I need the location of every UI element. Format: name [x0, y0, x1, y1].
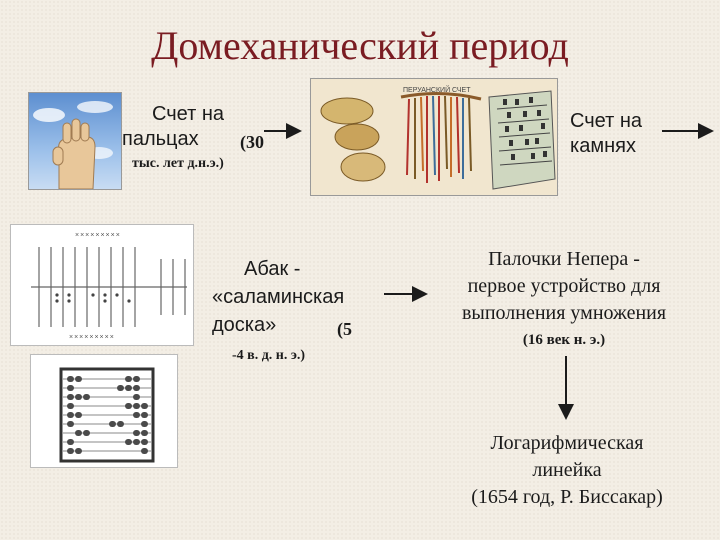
salamis-board-image: ××××××××× ×××××××××: [10, 224, 194, 346]
abacus-date-b: -4 в. д. н. э.): [232, 348, 306, 363]
stones-label-line1: Счет на: [570, 110, 642, 132]
abacus-image: [30, 354, 178, 468]
napier-label-line2: первое устройство для: [467, 275, 661, 297]
abacus-label-line2: «саламинская: [212, 286, 345, 308]
abacus-label-line1: Абак -: [244, 258, 301, 280]
quipu-image: ПЕРУАНСКИЙ СЧЕТ: [310, 78, 558, 196]
napier-label-line3: выполнения умножения: [461, 302, 667, 324]
fingers-image: [28, 92, 122, 190]
fingers-label-line1: Счет на: [152, 103, 224, 125]
fingers-date-a: (30: [240, 132, 264, 152]
quipu-caption: ПЕРУАНСКИЙ СЧЕТ: [403, 85, 471, 94]
page-title: Домеханический период: [151, 23, 569, 68]
stones-label-line2: камнях: [570, 135, 636, 157]
napier-date: (16 век н. э.): [522, 332, 606, 348]
napier-label-line1: Палочки Непера -: [488, 248, 640, 270]
fingers-date-b: тыс. лет д.н.э.): [132, 156, 224, 171]
svg-text:×××××××××: ×××××××××: [75, 232, 121, 239]
svg-text:×××××××××: ×××××××××: [69, 334, 115, 341]
slide-rule-label-line3: (1654 год, Р. Биссакар): [471, 486, 663, 508]
abacus-date-a: (5: [337, 319, 352, 339]
slide-rule-label-line2: линейка: [532, 459, 602, 481]
slide-rule-label-line1: Логарифмическая: [490, 432, 644, 454]
fingers-label-line2: пальцах: [122, 128, 199, 150]
abacus-label-line3: доска»: [212, 314, 277, 336]
